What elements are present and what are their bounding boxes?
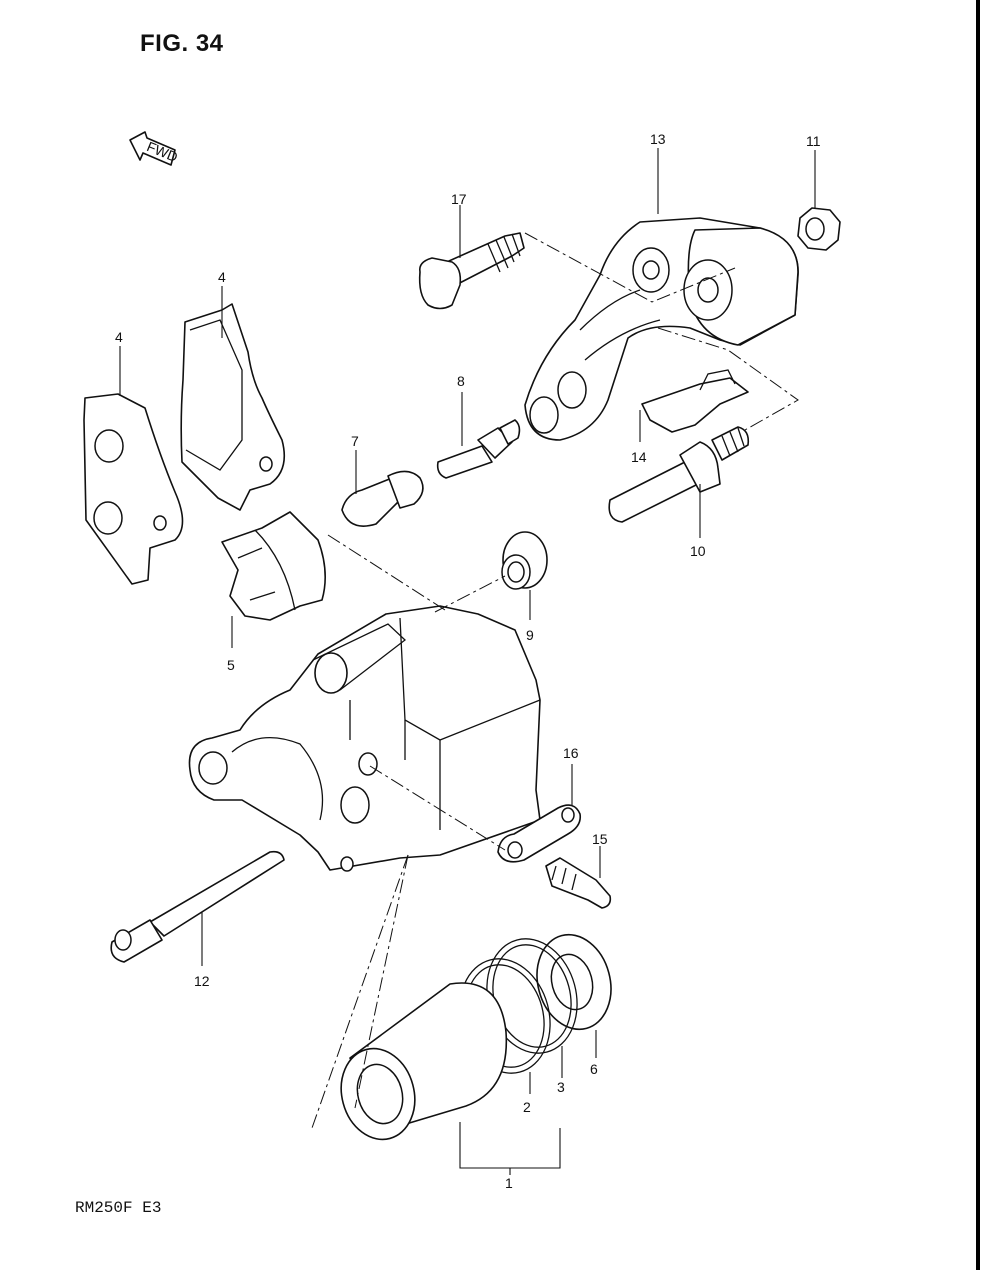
callout-1: 1 [505, 1175, 513, 1191]
boot-7-part [341, 470, 424, 527]
callout-5: 5 [227, 657, 235, 673]
callout-4-lower: 4 [115, 329, 123, 345]
nut-part [797, 207, 841, 251]
callout-2: 2 [523, 1099, 531, 1115]
fwd-arrow-icon: FWD [129, 131, 180, 166]
pad-spring-part [641, 369, 749, 433]
callout-10: 10 [690, 543, 706, 559]
model-code: RM250F E3 [75, 1199, 162, 1217]
seal-9-part [501, 531, 548, 590]
pin-8-part [436, 419, 521, 479]
callout-17: 17 [451, 191, 467, 207]
bleeder-15-part [545, 857, 612, 909]
callout-3: 3 [557, 1079, 565, 1095]
bolt-17-part [418, 232, 525, 310]
pin-10-part [608, 426, 750, 523]
callout-4-upper: 4 [218, 269, 226, 285]
brake-pad-front-part [83, 393, 184, 585]
assembly-lines [311, 232, 799, 1129]
callout-labels: 1 2 3 4 4 5 6 7 8 9 10 11 12 13 14 15 16… [115, 131, 821, 1191]
pin-12-part [110, 850, 285, 963]
callout-6: 6 [590, 1061, 598, 1077]
page-edge-rule [976, 0, 980, 1270]
piston-part [340, 982, 508, 1141]
caliper-bracket-part [524, 217, 799, 441]
leader-lines [119, 148, 816, 1175]
washer-16-part [497, 804, 582, 863]
figure-title: FIG. 34 [140, 30, 224, 57]
callout-12: 12 [194, 973, 210, 989]
callout-7: 7 [351, 433, 359, 449]
callout-8: 8 [457, 373, 465, 389]
callout-15: 15 [592, 831, 608, 847]
callout-16: 16 [563, 745, 579, 761]
callout-9: 9 [526, 627, 534, 643]
caliper-body-part [188, 605, 541, 872]
pad-clip-part [221, 511, 326, 621]
callout-14: 14 [631, 449, 647, 465]
brake-pad-rear-part [180, 303, 286, 511]
callout-13: 13 [650, 131, 666, 147]
callout-11: 11 [806, 133, 821, 149]
